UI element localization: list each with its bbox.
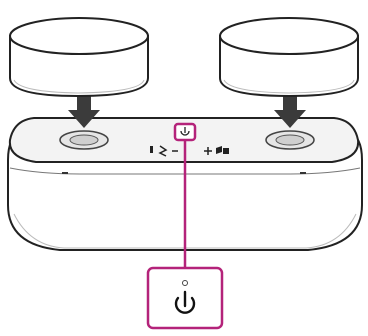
indicator-led-icon (182, 280, 188, 286)
right-button (265, 130, 315, 150)
control-icons (150, 145, 229, 157)
phone-icon-base (223, 148, 229, 154)
power-icon-small (180, 127, 190, 136)
left-weight (9, 17, 149, 98)
left-button (59, 130, 109, 150)
dot-icon (150, 146, 153, 153)
right-weight (219, 17, 359, 98)
plus-icon (204, 147, 212, 155)
bluetooth-icon (158, 145, 168, 157)
power-icon (174, 290, 196, 314)
phone-icon (216, 146, 222, 154)
callout-panel (146, 266, 224, 330)
